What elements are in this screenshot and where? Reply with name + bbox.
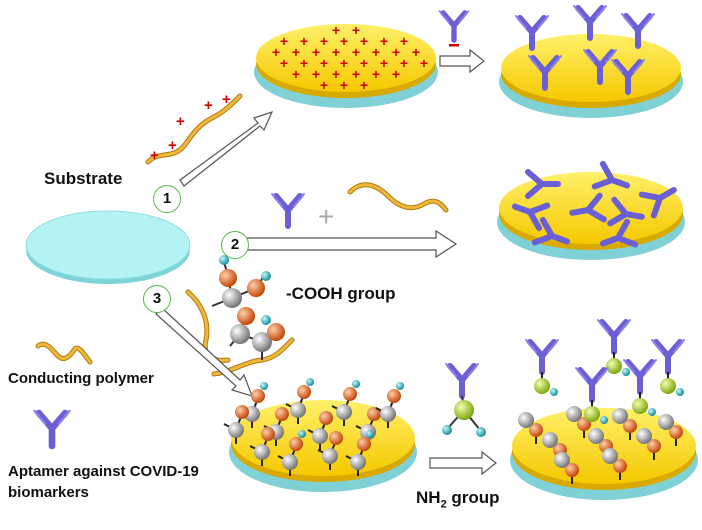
plus-charge-icon: + bbox=[280, 33, 288, 49]
polymer-charged: + + + + + bbox=[145, 91, 243, 165]
plus-sign: + bbox=[318, 201, 334, 232]
plus-charge-icon: + bbox=[420, 55, 428, 71]
disc-positive-charged bbox=[254, 24, 438, 108]
plus-charge-icon: + bbox=[340, 77, 348, 93]
conjugated-antibodies bbox=[518, 320, 684, 484]
plus-charge-icon: + bbox=[360, 55, 368, 71]
arrow-icon bbox=[243, 229, 458, 259]
cooh-groups bbox=[223, 378, 404, 476]
plus-charge-icon: + bbox=[392, 66, 400, 82]
antibody-icon bbox=[34, 411, 69, 446]
substrate-disc bbox=[25, 210, 191, 284]
antibody-icon bbox=[440, 11, 469, 47]
antibody-icon bbox=[576, 368, 608, 400]
plus-charge-icon: + bbox=[312, 44, 320, 60]
nh2-group-label: NH2 group bbox=[416, 488, 500, 511]
plus-charge-icon: + bbox=[340, 55, 348, 71]
aptamer-label-line1: Aptamer against COVID-19 bbox=[8, 463, 199, 480]
plus-charge-icon: + bbox=[380, 55, 388, 71]
disc-antibodies-entrapped bbox=[497, 164, 685, 260]
plus-charge-icon: + bbox=[352, 22, 360, 38]
antibody-nh2-reagent bbox=[442, 364, 486, 437]
svg-text:+: + bbox=[204, 97, 213, 114]
plus-charge-icon: + bbox=[372, 44, 380, 60]
arrow-icon bbox=[439, 48, 485, 74]
svg-text:+: + bbox=[168, 137, 177, 154]
plus-charge-icon: + bbox=[380, 33, 388, 49]
plus-charge-icon: + bbox=[412, 44, 420, 60]
plus-charge-icon: + bbox=[352, 44, 360, 60]
plus-charge-icon: + bbox=[360, 77, 368, 93]
polymer-cooh-chains bbox=[185, 255, 295, 377]
step-2-marker: 2 bbox=[221, 231, 249, 259]
antibody-icon bbox=[598, 320, 630, 352]
antibody-icon bbox=[526, 340, 558, 372]
plus-charge-icon: + bbox=[320, 33, 328, 49]
plus-charge-icon: + bbox=[312, 66, 320, 82]
svg-text:+: + bbox=[150, 147, 159, 164]
plus-charge-icon: + bbox=[340, 33, 348, 49]
disc-antibodies-electrostatic bbox=[499, 6, 683, 118]
plus-charge-icon: + bbox=[292, 66, 300, 82]
svg-text:+: + bbox=[222, 91, 231, 108]
plus-charge-icon: + bbox=[372, 66, 380, 82]
plus-charge-icon: + bbox=[300, 33, 308, 49]
polymer-icon bbox=[35, 341, 93, 365]
plus-charge-icon: + bbox=[272, 44, 280, 60]
plus-charge-icon: + bbox=[400, 33, 408, 49]
plus-charge-icon: + bbox=[300, 55, 308, 71]
arrow-icon bbox=[429, 450, 497, 476]
plus-charge-icon: + bbox=[400, 55, 408, 71]
plus-charge-icon: + bbox=[280, 55, 288, 71]
plus-charge-icon: + bbox=[352, 66, 360, 82]
polymer-icon bbox=[347, 182, 449, 213]
conducting-polymer-label: Conducting polymer bbox=[8, 370, 154, 387]
plus-charge-icon: + bbox=[320, 55, 328, 71]
substrate-label: Substrate bbox=[44, 169, 123, 188]
svg-text:+: + bbox=[176, 113, 185, 130]
plus-charge-icon: + bbox=[392, 44, 400, 60]
plus-charge-icon: + bbox=[332, 66, 340, 82]
antibody-icon bbox=[652, 340, 684, 372]
plus-charge-icon: + bbox=[332, 44, 340, 60]
cooh-group-label: -COOH group bbox=[286, 284, 396, 303]
plus-charge-icon: + bbox=[332, 22, 340, 38]
antibody-icon bbox=[272, 194, 304, 226]
antibody-icon bbox=[624, 360, 656, 392]
step-3-marker: 3 bbox=[143, 285, 171, 313]
plus-charge-icon: + bbox=[292, 44, 300, 60]
plus-charge-icon: + bbox=[320, 77, 328, 93]
arrow-icon bbox=[155, 307, 253, 397]
minus-charge-icon bbox=[449, 44, 459, 47]
plus-charges: ++++++++++++++++++++++++++++++++++ bbox=[272, 22, 428, 93]
plus-charge-icon: + bbox=[360, 33, 368, 49]
aptamer-label-line2: biomarkers bbox=[8, 484, 89, 501]
arrow-icon bbox=[179, 111, 274, 187]
step-1-marker: 1 bbox=[153, 185, 181, 213]
